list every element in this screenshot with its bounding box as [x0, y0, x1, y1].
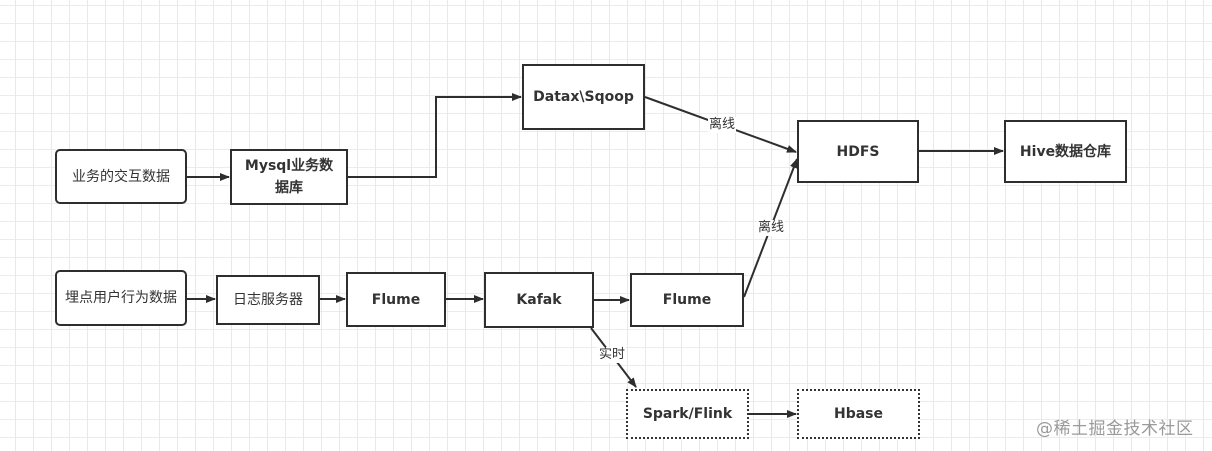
node-label: Hive数据仓库 [1019, 143, 1112, 160]
node-label: 日志服务器 [233, 292, 303, 308]
node-tracking[interactable]: 埋点用户行为数据 [55, 270, 187, 326]
edge-label-offline-1: 离线 [707, 117, 737, 133]
node-flume-1[interactable]: Flume [346, 272, 446, 327]
node-label: Datax\Sqoop [533, 89, 634, 105]
node-datax-sqoop[interactable]: Datax\Sqoop [522, 64, 645, 130]
node-label: 业务的交互数据 [72, 168, 170, 185]
node-log-server[interactable]: 日志服务器 [216, 275, 320, 325]
node-hive[interactable]: Hive数据仓库 [1004, 120, 1127, 183]
node-spark-flink[interactable]: Spark/Flink [626, 389, 749, 439]
node-mysql[interactable]: Mysql业务数据库 [230, 149, 348, 205]
node-label: HDFS [836, 143, 880, 160]
edge-label-realtime: 实时 [597, 347, 627, 363]
node-hbase[interactable]: Hbase [797, 389, 920, 439]
node-flume-2[interactable]: Flume [630, 273, 744, 327]
node-label: Hbase [833, 406, 883, 422]
node-biz-interaction[interactable]: 业务的交互数据 [55, 149, 187, 204]
node-label: Mysql业务数据库 [244, 158, 334, 196]
node-label: 埋点用户行为数据 [65, 290, 177, 306]
watermark: @稀土掘金技术社区 [1036, 419, 1194, 439]
edge-label-offline-2: 离线 [756, 220, 786, 236]
node-label: Spark/Flink [642, 406, 733, 422]
node-kafka[interactable]: Kafak [484, 272, 594, 328]
node-label: Kafak [516, 292, 562, 308]
node-hdfs[interactable]: HDFS [797, 120, 919, 183]
node-label: Flume [662, 292, 712, 308]
edge-mysql-to-datax [348, 93, 522, 178]
node-label: Flume [371, 291, 421, 308]
